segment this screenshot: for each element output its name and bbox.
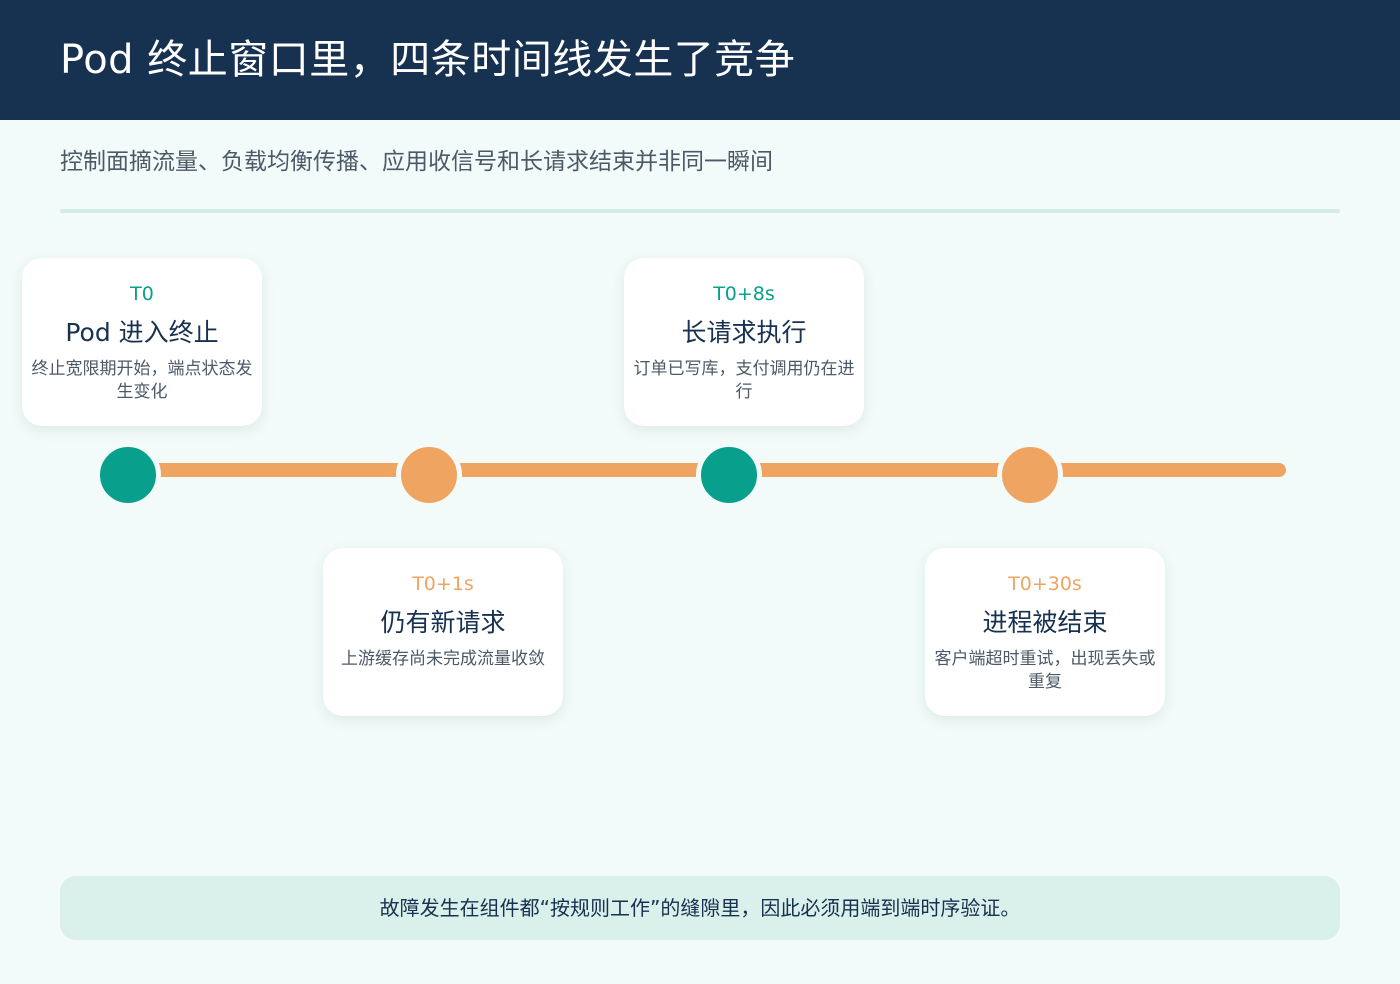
event-card-t0-1s: T0+1s 仍有新请求 上游缓存尚未完成流量收敛 [323, 548, 563, 716]
event-card-t0: T0 Pod 进入终止 终止宽限期开始，端点状态发生变化 [22, 258, 262, 426]
page-subtitle: 控制面摘流量、负载均衡传播、应用收信号和长请求结束并非同一瞬间 [60, 149, 773, 175]
event-description: 客户端超时重试，出现丢失或重复 [934, 649, 1156, 692]
event-title: 进程被结束 [982, 608, 1108, 637]
timeline-node-t0 [95, 442, 161, 508]
event-description: 终止宽限期开始，端点状态发生变化 [31, 359, 253, 402]
event-time: T0+1s [412, 573, 474, 595]
timeline-node-t0-8s [696, 442, 762, 508]
event-card-t0-30s: T0+30s 进程被结束 客户端超时重试，出现丢失或重复 [925, 548, 1165, 716]
header-bar: Pod 终止窗口里，四条时间线发生了竞争 [0, 0, 1400, 120]
event-description: 订单已写库，支付调用仍在进行 [633, 359, 855, 402]
event-description: 上游缓存尚未完成流量收敛 [341, 649, 545, 669]
event-title: Pod 进入终止 [65, 318, 219, 347]
divider [60, 209, 1340, 213]
timeline-node-t0-30s [997, 442, 1063, 508]
event-time: T0+8s [713, 283, 775, 305]
event-time: T0 [130, 283, 154, 305]
event-card-t0-8s: T0+8s 长请求执行 订单已写库，支付调用仍在进行 [624, 258, 864, 426]
event-title: 仍有新请求 [380, 608, 506, 637]
footer-note: 故障发生在组件都“按规则工作”的缝隙里，因此必须用端到端时序验证。 [60, 876, 1340, 940]
timeline-node-t0-1s [396, 442, 462, 508]
event-title: 长请求执行 [681, 318, 807, 347]
event-time: T0+30s [1008, 573, 1082, 595]
page-title: Pod 终止窗口里，四条时间线发生了竞争 [60, 37, 796, 83]
